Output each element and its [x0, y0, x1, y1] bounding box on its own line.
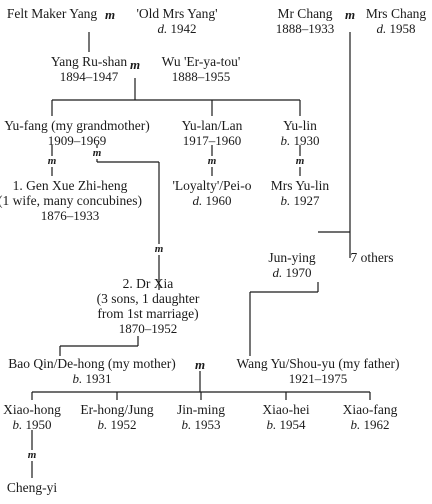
person-dates: 1894–1947: [59, 69, 119, 84]
marriage-symbol: m: [206, 155, 218, 167]
date-prefix: d.: [192, 193, 203, 208]
person-xiao-fang: Xiao-fang b. 1962: [343, 402, 398, 432]
person-name: Yu-fang (my grandmother): [4, 118, 150, 133]
person-name: Felt Maker Yang: [6, 6, 98, 21]
person-jun-ying: Jun-ying d. 1970: [268, 250, 315, 280]
marriage-symbol: m: [127, 57, 143, 72]
person-dr-xia: 2. Dr Xia (3 sons, 1 daughter from 1st m…: [97, 276, 200, 336]
person-dates: 1970: [285, 265, 312, 280]
person-loyalty: 'Loyalty'/Pei-o d. 1960: [172, 178, 251, 208]
person-name: Mr Chang: [277, 6, 333, 21]
person-name: Cheng-yi: [6, 480, 58, 495]
person-name: Yu-lan/Lan: [181, 118, 243, 133]
person-yu-lin: Yu-lin b. 1930: [281, 118, 320, 148]
person-name: Mrs Yu-lin: [270, 178, 330, 193]
person-dates: 1921–1975: [288, 371, 348, 386]
person-dates: 1954: [279, 417, 306, 432]
date-prefix: b.: [97, 417, 108, 432]
date-prefix: b.: [350, 417, 361, 432]
person-gen-xue: 1. Gen Xue Zhi-heng (1 wife, many concub…: [0, 178, 142, 223]
marriage-symbol: m: [294, 155, 306, 167]
person-er-hong: Er-hong/Jung b. 1952: [80, 402, 153, 432]
person-dates: 1876–1933: [40, 208, 100, 223]
person-seven-others: 7 others: [350, 250, 393, 265]
person-name: Jin-ming: [176, 402, 226, 417]
person-cheng-yi: Cheng-yi: [7, 480, 57, 495]
person-name: Mrs Chang: [365, 6, 427, 21]
person-name: Wu 'Er-ya-tou': [161, 54, 241, 69]
person-dates: 1960: [205, 193, 232, 208]
person-name: 'Loyalty'/Pei-o: [172, 178, 252, 193]
person-xiao-hong: Xiao-hong b. 1950: [3, 402, 61, 432]
date-prefix: b.: [280, 133, 291, 148]
person-dates: 1962: [363, 417, 390, 432]
person-note: from 1st marriage): [97, 306, 199, 321]
person-dates: 1952: [110, 417, 137, 432]
date-prefix: b.: [266, 417, 277, 432]
person-dates: 1888–1955: [171, 69, 231, 84]
person-name: Bao Qin/De-hong (my mother): [8, 356, 176, 371]
person-name: Yang Ru-shan: [50, 54, 128, 69]
marriage-symbol: m: [26, 449, 38, 461]
person-dates: 1909–1969: [47, 133, 107, 148]
person-dates: 1917–1960: [182, 133, 242, 148]
person-name: Xiao-hei: [262, 402, 310, 417]
person-dates: 1931: [85, 371, 112, 386]
marriage-symbol: m: [192, 357, 208, 372]
person-bao-qin: Bao Qin/De-hong (my mother) b. 1931: [8, 356, 176, 386]
date-prefix: b.: [72, 371, 83, 386]
person-dates: 1942: [170, 21, 197, 36]
person-name: Yu-lin: [283, 118, 317, 133]
person-name: 7 others: [350, 250, 394, 265]
marriage-symbol: m: [342, 7, 358, 22]
person-felt-maker-yang: Felt Maker Yang: [7, 6, 97, 21]
date-prefix: d.: [272, 265, 283, 280]
person-xiao-hei: Xiao-hei b. 1954: [262, 402, 309, 432]
marriage-symbol: m: [91, 147, 103, 159]
person-dates: 1927: [293, 193, 320, 208]
person-name: 'Old Mrs Yang': [136, 6, 218, 21]
person-name: Er-hong/Jung: [80, 402, 154, 417]
date-prefix: b.: [12, 417, 23, 432]
person-yang-ru-shan: Yang Ru-shan 1894–1947: [51, 54, 127, 84]
person-mrs-chang: Mrs Chang d. 1958: [366, 6, 426, 36]
marriage-symbol: m: [102, 7, 118, 22]
person-name: 2. Dr Xia: [122, 276, 174, 291]
person-wang-yu: Wang Yu/Shou-yu (my father) 1921–1975: [236, 356, 399, 386]
person-name: Xiao-fang: [342, 402, 398, 417]
person-dates: 1930: [293, 133, 320, 148]
person-note: (3 sons, 1 daughter: [96, 291, 200, 306]
person-yu-fang: Yu-fang (my grandmother) 1909–1969: [4, 118, 149, 148]
person-mrs-yu-lin: Mrs Yu-lin b. 1927: [271, 178, 329, 208]
person-dates: 1958: [389, 21, 416, 36]
date-prefix: d.: [157, 21, 168, 36]
person-name: Wang Yu/Shou-yu (my father): [236, 356, 400, 371]
date-prefix: b.: [280, 193, 291, 208]
person-old-mrs-yang: 'Old Mrs Yang' d. 1942: [136, 6, 217, 36]
marriage-symbol: m: [153, 243, 165, 255]
person-wu-er-ya-tou: Wu 'Er-ya-tou' 1888–1955: [162, 54, 241, 84]
person-dates: 1870–1952: [118, 321, 178, 336]
date-prefix: d.: [376, 21, 387, 36]
person-yu-lan: Yu-lan/Lan 1917–1960: [182, 118, 243, 148]
person-note: (1 wife, many concubines): [0, 193, 142, 208]
marriage-symbol: m: [46, 155, 58, 167]
person-name: Xiao-hong: [3, 402, 61, 417]
person-name: Jun-ying: [268, 250, 316, 265]
person-mr-chang: Mr Chang 1888–1933: [276, 6, 335, 36]
date-prefix: b.: [181, 417, 192, 432]
person-name: 1. Gen Xue Zhi-heng: [12, 178, 128, 193]
person-dates: 1953: [194, 417, 221, 432]
person-dates: 1950: [25, 417, 52, 432]
person-jin-ming: Jin-ming b. 1953: [177, 402, 225, 432]
person-dates: 1888–1933: [275, 21, 335, 36]
